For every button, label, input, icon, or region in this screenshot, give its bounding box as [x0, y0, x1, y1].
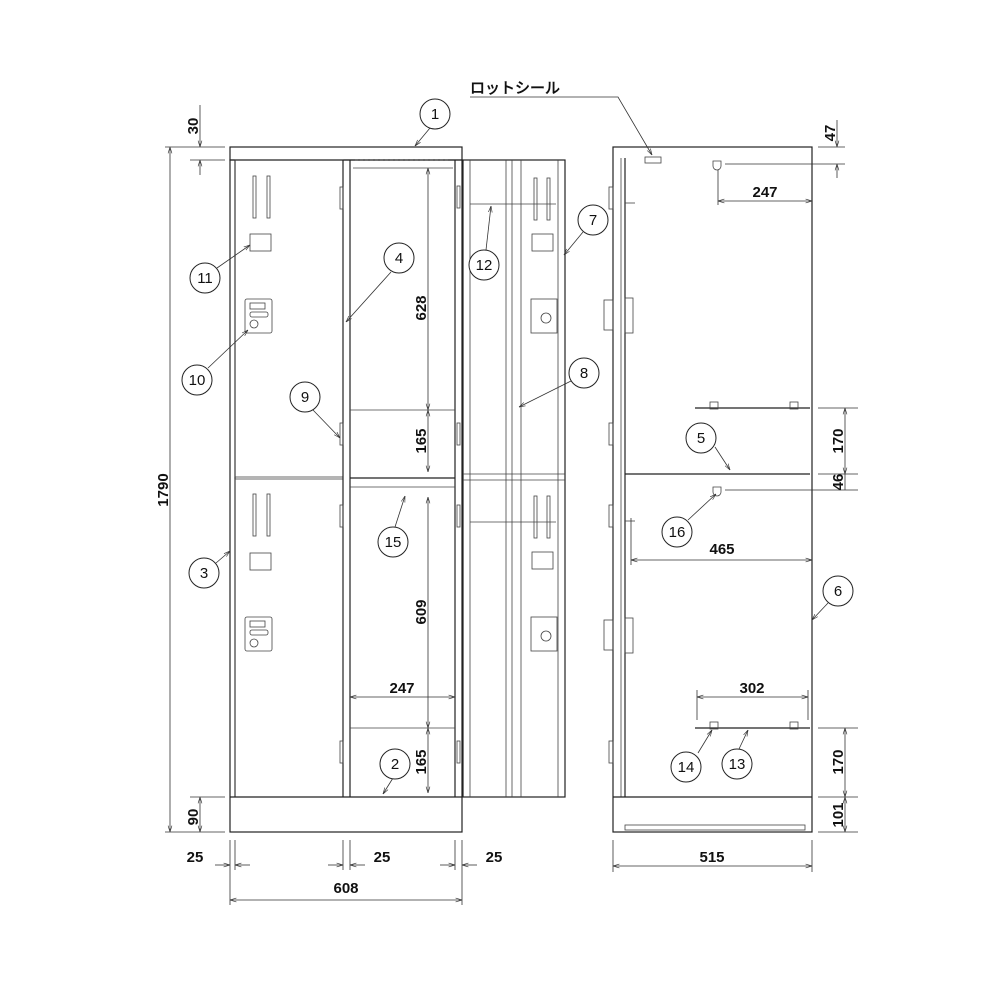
dim-side-rail-length: 302	[739, 680, 764, 697]
svg-text:3: 3	[200, 565, 208, 582]
callout-3: 3	[188, 557, 220, 589]
side-body	[612, 146, 813, 833]
callout-7: 7	[577, 204, 609, 236]
svg-text:11: 11	[197, 270, 213, 287]
lower-left-door	[234, 478, 344, 798]
svg-text:9: 9	[301, 389, 309, 406]
callout-16: 16	[661, 516, 693, 548]
dim-lower-shelf: 165	[413, 749, 430, 774]
hook-icon-lower	[712, 486, 722, 497]
dimension-labels: 1790 30 90 25 25 25 608 515 628 165 609 …	[155, 118, 847, 897]
callout-1: 1	[419, 98, 451, 130]
dim-side-divider: 46	[830, 474, 847, 491]
dial-lock	[244, 298, 273, 334]
svg-text:6: 6	[834, 583, 842, 600]
lot-seal-label: ロットシール	[470, 80, 652, 155]
dim-side-upper-shelf: 170	[830, 428, 847, 453]
side-view	[603, 146, 813, 833]
callout-11: 11	[189, 262, 221, 294]
callout-2: 2	[379, 748, 411, 780]
dim-side-inner-depth: 465	[709, 541, 734, 558]
dim-lower-compartment: 609	[413, 599, 430, 624]
dim-upper-compartment: 628	[413, 295, 430, 320]
dim-gap-left: 25	[187, 849, 204, 866]
callout-10: 10	[181, 364, 213, 396]
dial-lock-lower	[244, 616, 273, 652]
dim-side-base: 101	[830, 802, 847, 827]
top-cap	[229, 146, 463, 161]
dim-inner-width: 247	[389, 680, 414, 697]
dim-width-total: 608	[333, 880, 358, 897]
svg-text:13: 13	[729, 756, 746, 773]
dim-top-cap: 30	[185, 118, 202, 135]
callout-8: 8	[568, 357, 600, 389]
dim-depth-total: 515	[699, 849, 724, 866]
hook-icon	[712, 160, 722, 171]
name-plate	[249, 233, 272, 252]
dim-side-top-offset: 47	[822, 125, 839, 142]
callout-4: 4	[383, 242, 415, 274]
svg-text:4: 4	[395, 250, 403, 267]
lot-seal-text: ロットシール	[470, 80, 560, 97]
callout-15: 15	[377, 526, 409, 558]
svg-text:1: 1	[431, 106, 439, 123]
callout-12: 12	[468, 249, 500, 281]
callout-5: 5	[685, 422, 717, 454]
svg-text:15: 15	[385, 534, 402, 551]
dim-gap-right: 25	[486, 849, 503, 866]
callout-6: 6	[822, 575, 854, 607]
open-door	[462, 159, 566, 798]
dim-upper-shelf: 165	[413, 428, 430, 453]
lot-seal	[644, 156, 662, 164]
front-body	[229, 159, 463, 833]
callout-14: 14	[670, 751, 702, 783]
callout-13: 13	[721, 748, 753, 780]
svg-text:5: 5	[697, 430, 705, 447]
svg-text:2: 2	[391, 756, 399, 773]
dim-base-front: 90	[185, 809, 202, 826]
svg-text:7: 7	[589, 212, 597, 229]
dim-gap-mid: 25	[374, 849, 391, 866]
svg-text:8: 8	[580, 365, 588, 382]
svg-text:14: 14	[678, 759, 695, 776]
svg-text:10: 10	[189, 372, 206, 389]
lock-body	[530, 298, 558, 334]
dim-side-lower-shelf: 170	[830, 749, 847, 774]
svg-text:12: 12	[476, 257, 493, 274]
dim-side-hook-depth: 247	[752, 184, 777, 201]
dim-height-total: 1790	[155, 473, 172, 506]
callout-9: 9	[289, 381, 321, 413]
upper-left-door	[234, 159, 344, 478]
svg-text:16: 16	[669, 524, 686, 541]
callouts: 1 2 3 4 5 6 7 8 9 10 11 12 13 14 15 16	[181, 98, 854, 794]
dimension-lines	[165, 105, 858, 905]
